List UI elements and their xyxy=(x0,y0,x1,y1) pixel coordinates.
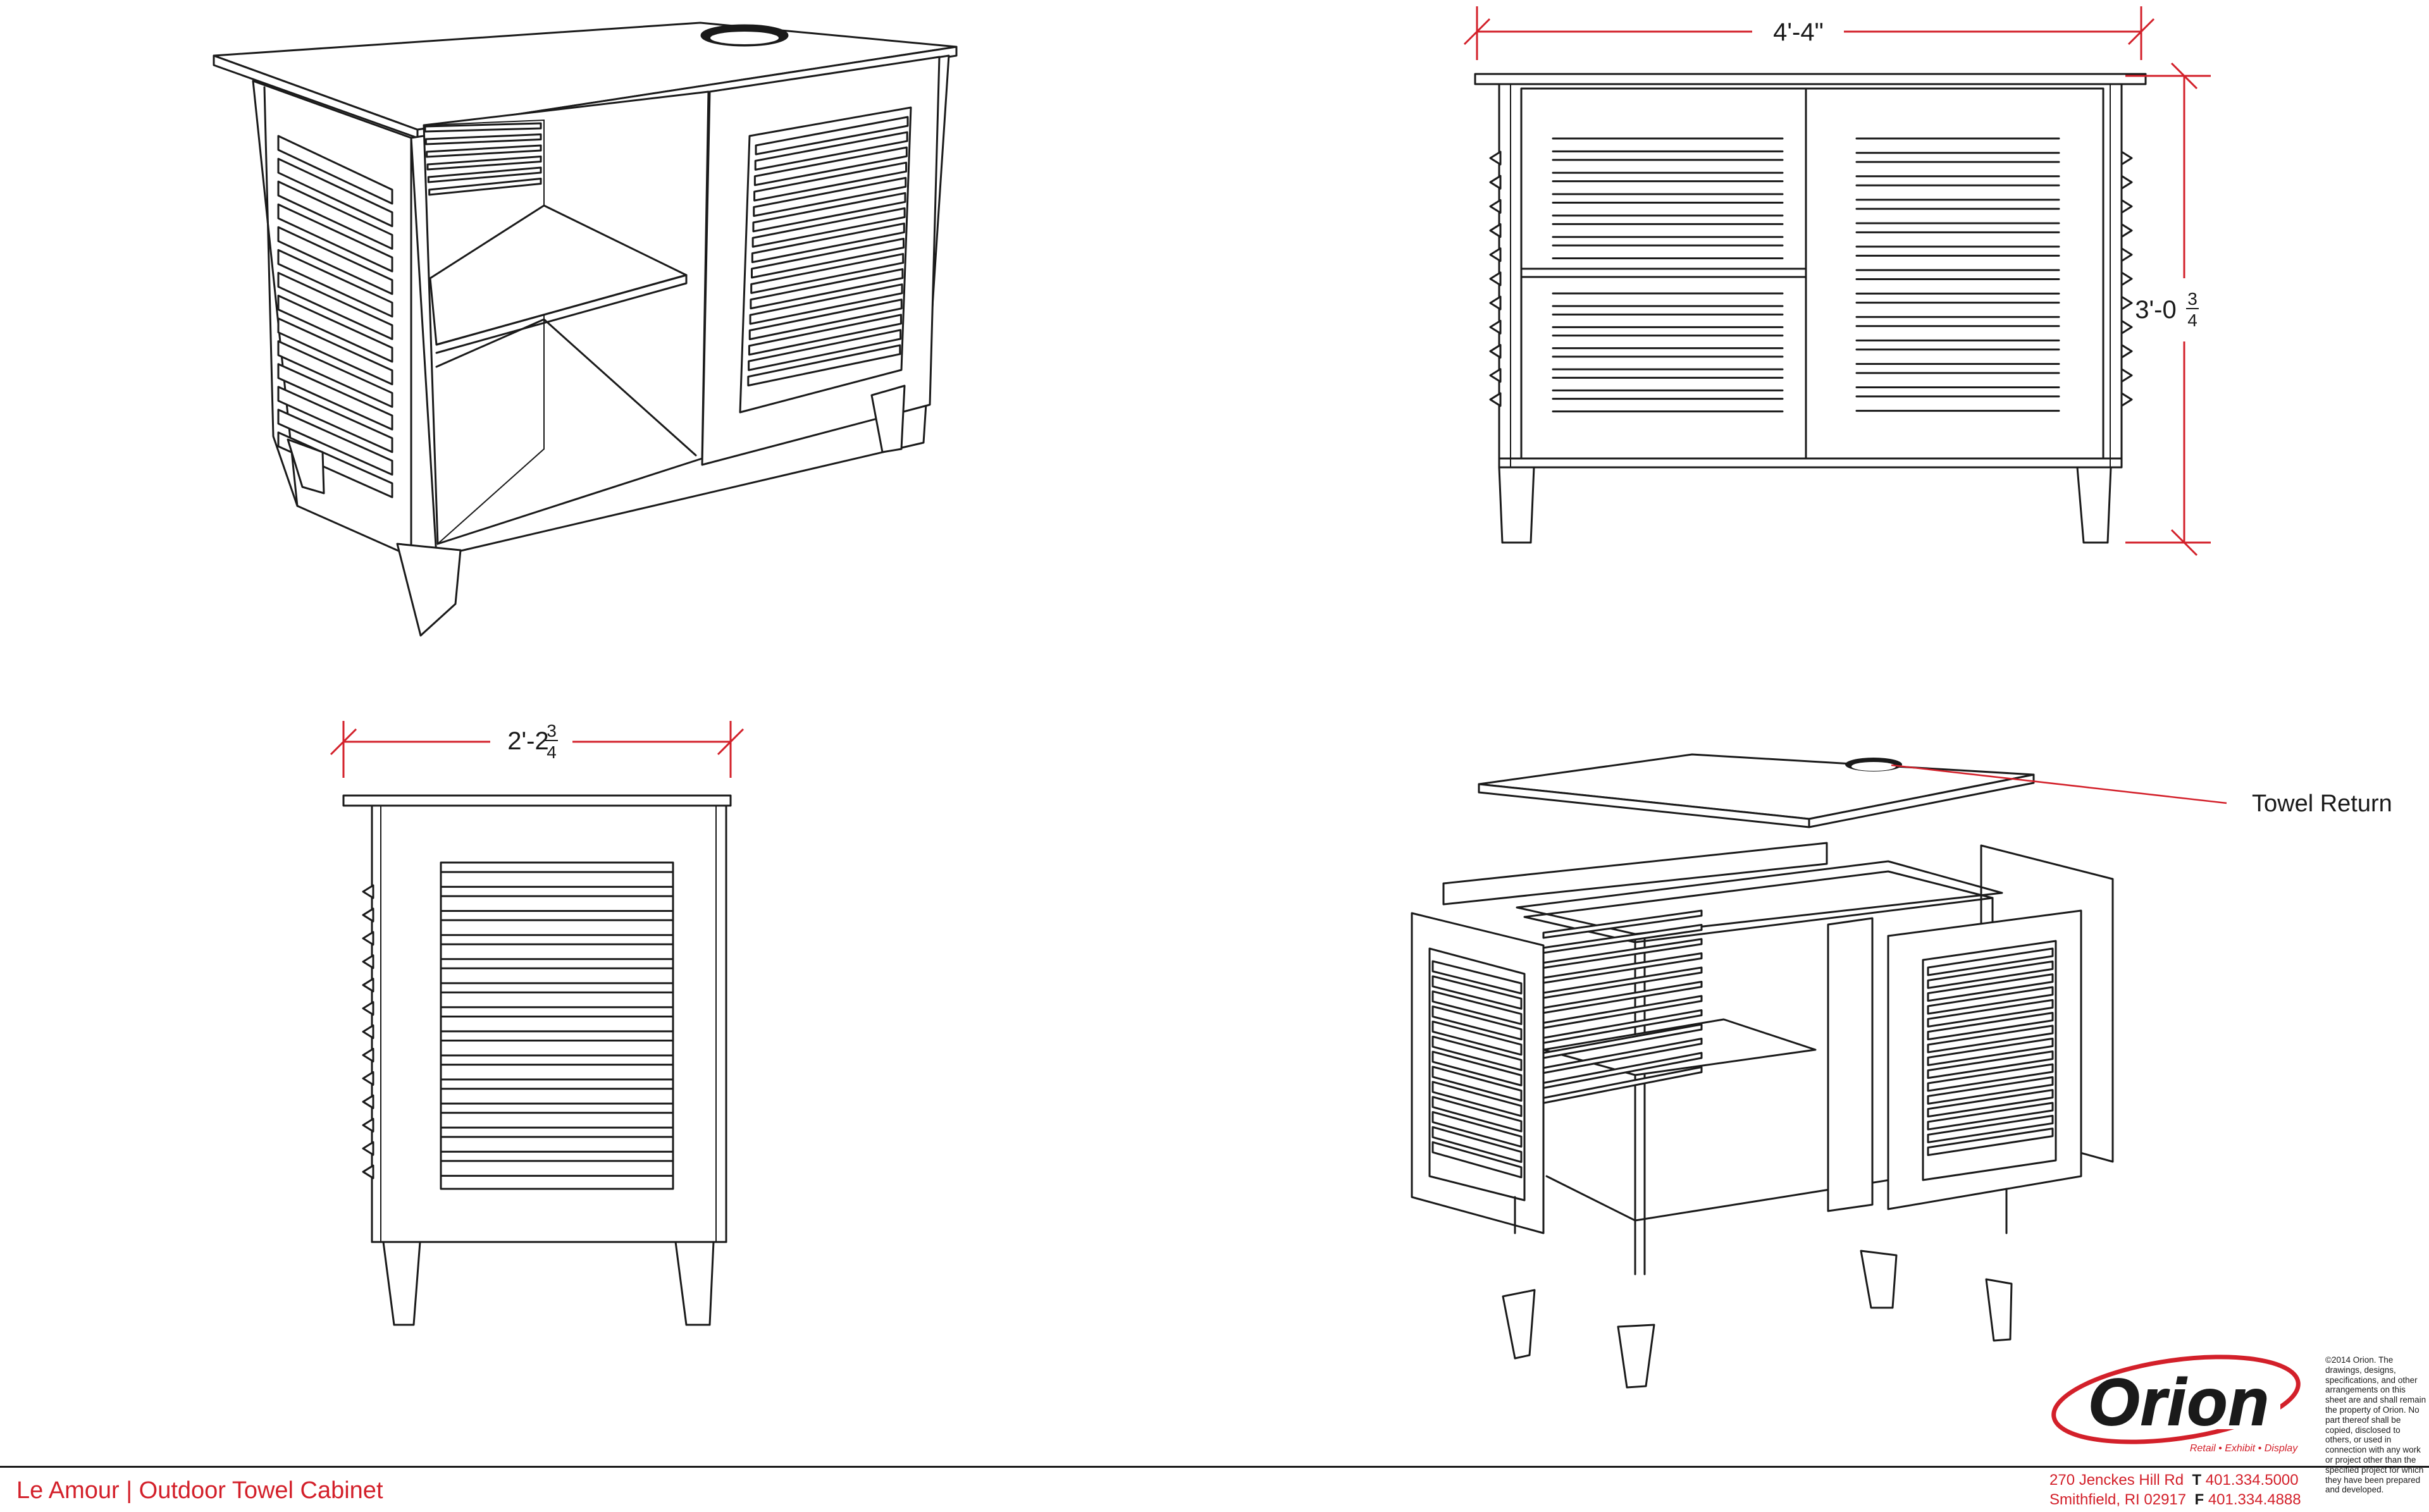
depth-dimension-label: 2'-2 xyxy=(507,727,548,755)
height-fraction-num: 3 xyxy=(2187,289,2197,309)
address-block: 270 Jenckes Hill Rd T 401.334.5000 Smith… xyxy=(2049,1470,2301,1509)
width-dimension-label: 4'-4" xyxy=(1773,18,1824,46)
address-line2: Smithfield, RI 02917 xyxy=(2049,1491,2187,1508)
address-line1: 270 Jenckes Hill Rd xyxy=(2049,1472,2184,1489)
height-dimension-label: 3'-0 xyxy=(2135,296,2176,324)
depth-fraction-den: 4 xyxy=(547,742,557,762)
height-fraction-den: 4 xyxy=(2187,310,2197,330)
depth-fraction-num: 3 xyxy=(547,721,557,741)
phone-label: T xyxy=(2192,1472,2202,1489)
svg-text:Orion: Orion xyxy=(2088,1366,2270,1439)
width-dimension: 4'-4" xyxy=(1463,6,2155,60)
title-block-rule xyxy=(0,1466,2429,1468)
exploded-view xyxy=(1411,753,2114,1389)
isometric-view xyxy=(213,22,958,637)
towel-return-callout: Towel Return xyxy=(1891,764,2392,817)
side-elevation xyxy=(342,794,732,1326)
svg-text:Retail • Exhibit • Display: Retail • Exhibit • Display xyxy=(2190,1443,2298,1454)
fax-number: 401.334.4888 xyxy=(2208,1491,2301,1508)
height-dimension: 3'-0 3 4 xyxy=(2125,62,2211,556)
towel-return-label: Towel Return xyxy=(2252,790,2392,817)
copyright-notice: ©2014 Orion. The drawings, designs, spec… xyxy=(2325,1355,2426,1495)
fax-label: F xyxy=(2194,1491,2204,1508)
front-elevation xyxy=(1474,73,2147,544)
depth-dimension: 2'-2 3 4 xyxy=(330,721,745,778)
phone-number: 401.334.5000 xyxy=(2205,1472,2299,1489)
orion-logo: Orion Retail • Exhibit • Display xyxy=(2051,1355,2301,1454)
project-title: Le Amour | Outdoor Towel Cabinet xyxy=(16,1477,383,1504)
